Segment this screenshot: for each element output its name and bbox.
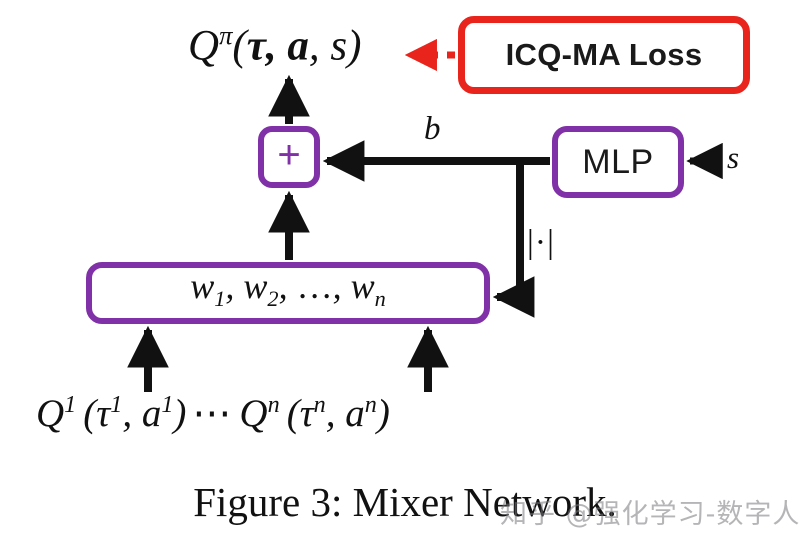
agent-n-tau: τ [299, 392, 314, 435]
agent-1-comma: , [122, 392, 133, 435]
weights-ellipsis: … [296, 266, 333, 306]
agent-utility-inputs: Q1(τ1, a1)⋯Qn(τn, an) [36, 391, 390, 435]
pi-superscript: π [219, 20, 233, 50]
weights-comma-2: , [278, 266, 288, 306]
weights-comma-3: , [332, 266, 342, 306]
bias-label: b [424, 111, 441, 147]
agents-ellipsis: ⋯ [192, 392, 234, 435]
open-paren: ( [232, 22, 247, 70]
close-paren: ) [347, 22, 362, 70]
agent-1-close-paren: ) [173, 392, 187, 435]
mlp-box[interactable]: MLP [552, 126, 684, 198]
agent-n-index: n [267, 391, 280, 418]
w-2: w [243, 266, 268, 306]
absolute-value-label: |·| [527, 224, 555, 261]
agent-1-tau-index: 1 [110, 391, 123, 418]
weights-comma-1: , [225, 266, 235, 306]
agent-1-q: Q [36, 392, 65, 435]
agent-1-action: a [141, 392, 162, 435]
mlp-label: MLP [582, 142, 654, 181]
agent-n-comma: , [325, 392, 336, 435]
agent-1-action-index: 1 [161, 391, 174, 418]
mixing-weights-text: w1, w2, …, wn [92, 268, 484, 311]
q-symbol: Q [188, 22, 220, 70]
action-symbol: a [287, 22, 309, 70]
agent-n-close-paren: ) [376, 392, 390, 435]
w-n: w [350, 266, 375, 306]
figure-caption: Figure 3: Mixer Network. [193, 479, 617, 525]
comma-2: , [308, 22, 320, 70]
state-input-label: s [727, 140, 740, 175]
tau-symbol: τ [246, 22, 266, 70]
agent-1-index: 1 [64, 391, 77, 418]
w-n-index: n [374, 286, 386, 312]
plus-icon: + [277, 133, 301, 177]
comma-1: , [265, 22, 277, 70]
agent-n-tau-index: n [313, 391, 326, 418]
agent-n-open-paren: ( [286, 392, 300, 435]
agent-1-tau: τ [96, 392, 111, 435]
w-1-index: 1 [214, 286, 226, 312]
agent-n-q: Q [239, 392, 268, 435]
agent-1-open-paren: ( [83, 392, 97, 435]
sum-node-box[interactable]: + [258, 126, 320, 188]
w-1: w [190, 266, 215, 306]
w-2-index: 2 [267, 286, 279, 312]
icq-ma-loss-box[interactable]: ICQ-MA Loss [458, 16, 750, 94]
agent-n-action: a [345, 392, 365, 435]
icq-ma-loss-label: ICQ-MA Loss [505, 37, 703, 72]
watermark-text: 知乎 @强化学习-数字人 [500, 499, 801, 530]
joint-q-value-expression: Qπ(τ, a, s) [188, 20, 362, 70]
state-symbol: s [330, 22, 348, 70]
mlp-to-weights-arrow [492, 161, 535, 318]
mixing-weights-box[interactable]: w1, w2, …, wn [86, 262, 490, 324]
agent-n-action-index: n [364, 391, 377, 418]
